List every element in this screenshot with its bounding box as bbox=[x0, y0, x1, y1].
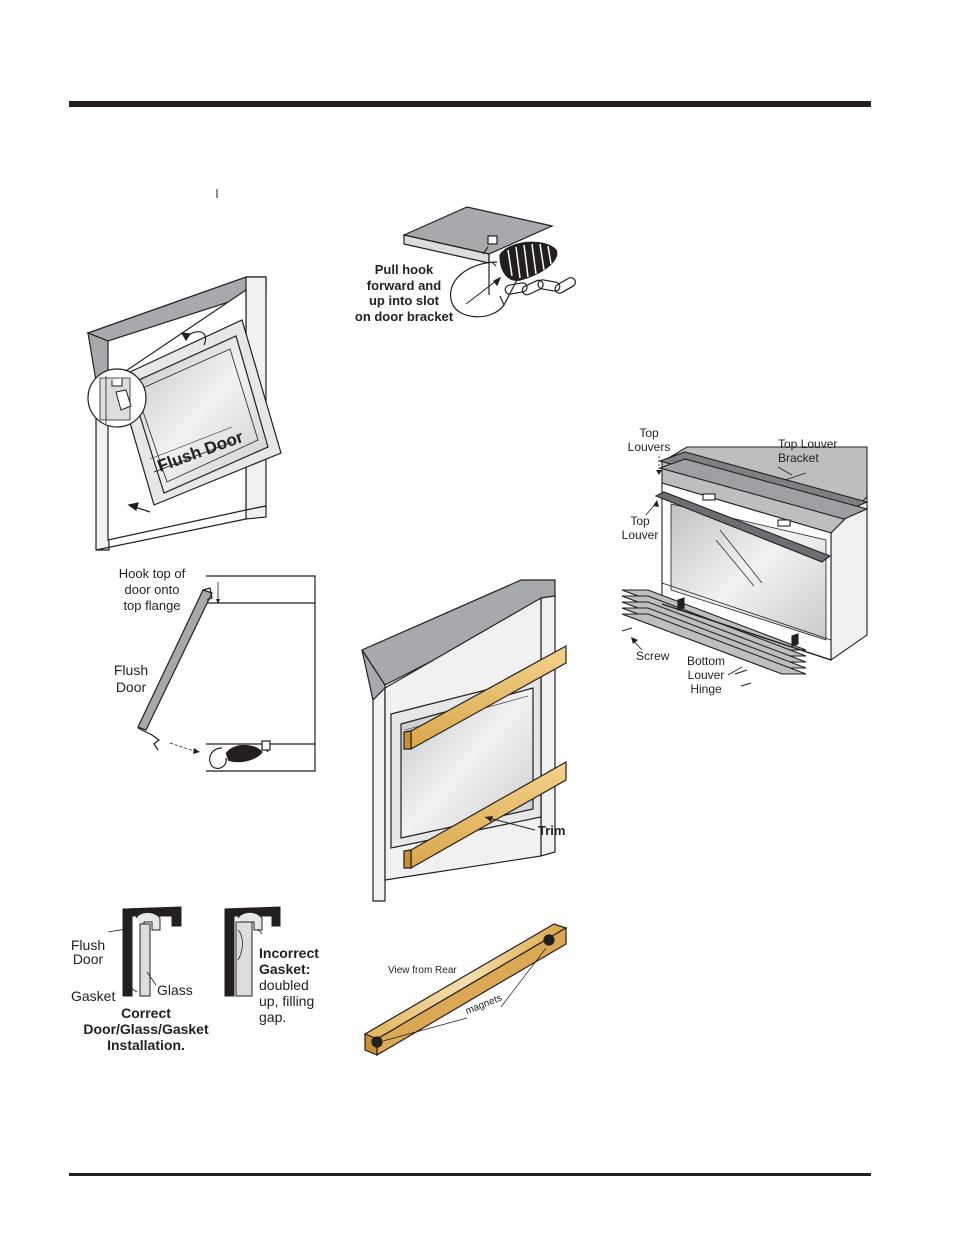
gasket-incorrect-figure bbox=[224, 906, 281, 997]
label-line: Bottom bbox=[686, 654, 725, 668]
label-line: Hook top of bbox=[118, 566, 186, 581]
label-line: Top bbox=[639, 426, 659, 440]
label-line: Flush bbox=[70, 937, 106, 953]
label-line: Top Louver bbox=[778, 437, 838, 451]
glass-label: Glass bbox=[157, 982, 193, 998]
label-line: Louver bbox=[621, 528, 659, 542]
spring-icon bbox=[499, 241, 558, 281]
chain-icon bbox=[504, 277, 576, 296]
magnet-icon bbox=[371, 1036, 383, 1048]
bottom-louvers bbox=[621, 589, 807, 675]
side-flush-door-label: Flush Door bbox=[108, 662, 154, 696]
surround-right bbox=[540, 595, 556, 857]
flush-door-figure bbox=[86, 276, 282, 551]
surround-left bbox=[372, 686, 386, 902]
top-louvers-label: Top Louvers bbox=[620, 426, 678, 454]
label-line: door onto bbox=[124, 582, 180, 597]
label-line: Correct bbox=[121, 1005, 171, 1021]
label-line: up, filling bbox=[259, 993, 315, 1009]
correct-caption: Correct Door/Glass/Gasket Installation. bbox=[66, 1005, 226, 1053]
hook-caption: Pull hook forward and up into slot on do… bbox=[346, 262, 462, 324]
label-line: Door/Glass/Gasket bbox=[83, 1021, 209, 1037]
top-louver-bracket-label: Top Louver Bracket bbox=[778, 437, 837, 465]
rear-trim-figure bbox=[363, 923, 568, 1057]
label-line: gap. bbox=[259, 1009, 287, 1025]
hook-caption-line: Pull hook bbox=[374, 262, 434, 277]
label-line: Door bbox=[72, 951, 104, 967]
label-line: Louver bbox=[687, 668, 725, 682]
label-line: doubled bbox=[259, 977, 309, 993]
view-from-rear-label: View from Rear bbox=[388, 965, 457, 976]
label-line: Top bbox=[630, 514, 650, 528]
hook-caption-line: up into slot bbox=[368, 293, 440, 308]
screw-label: Screw bbox=[636, 649, 670, 663]
label-line: Door bbox=[115, 679, 147, 695]
label-line: Bracket bbox=[778, 451, 819, 465]
hook-detail-icon bbox=[209, 740, 271, 770]
magnet-icon bbox=[543, 934, 555, 946]
hook-caption-line: forward and bbox=[366, 277, 442, 293]
bottom-louver-hinge-label: Bottom Louver Hinge bbox=[680, 654, 732, 696]
top-louver-label: Top Louver bbox=[616, 514, 664, 542]
hook-icon bbox=[449, 261, 505, 318]
gasket-label: Gasket bbox=[71, 988, 116, 1004]
door-side-profile bbox=[137, 589, 213, 731]
louver-figure bbox=[621, 446, 869, 687]
louver-leaders bbox=[631, 456, 793, 676]
label-line: Gasket: bbox=[259, 961, 311, 977]
footer-rule bbox=[69, 1173, 871, 1176]
trim-bottom-bar bbox=[403, 760, 567, 870]
top-louver-strip bbox=[654, 491, 832, 563]
hook-top-label: Hook top of door onto top flange bbox=[110, 566, 194, 614]
side-view-figure bbox=[137, 575, 316, 772]
label-line: Installation. bbox=[107, 1037, 185, 1053]
gasket-correct-figure bbox=[107, 906, 182, 997]
label-line: Louvers bbox=[627, 440, 671, 454]
label-line: Hinge bbox=[690, 682, 722, 696]
hook-caption-line: on door bracket bbox=[354, 308, 454, 324]
incorrect-gasket-label: Incorrect Gasket: doubled up, filling ga… bbox=[259, 945, 319, 1025]
gasket-flush-door-label: Flush Door bbox=[66, 938, 110, 966]
door-glass bbox=[129, 335, 269, 494]
hook-figure bbox=[402, 206, 576, 318]
label-line: Incorrect bbox=[259, 945, 319, 961]
header-rule bbox=[69, 101, 871, 107]
trim-figure bbox=[361, 579, 567, 902]
label-line: top flange bbox=[123, 598, 181, 613]
trim-label: Trim bbox=[538, 823, 566, 838]
trim-top-bar bbox=[403, 644, 567, 751]
label-line: Flush bbox=[113, 662, 149, 678]
